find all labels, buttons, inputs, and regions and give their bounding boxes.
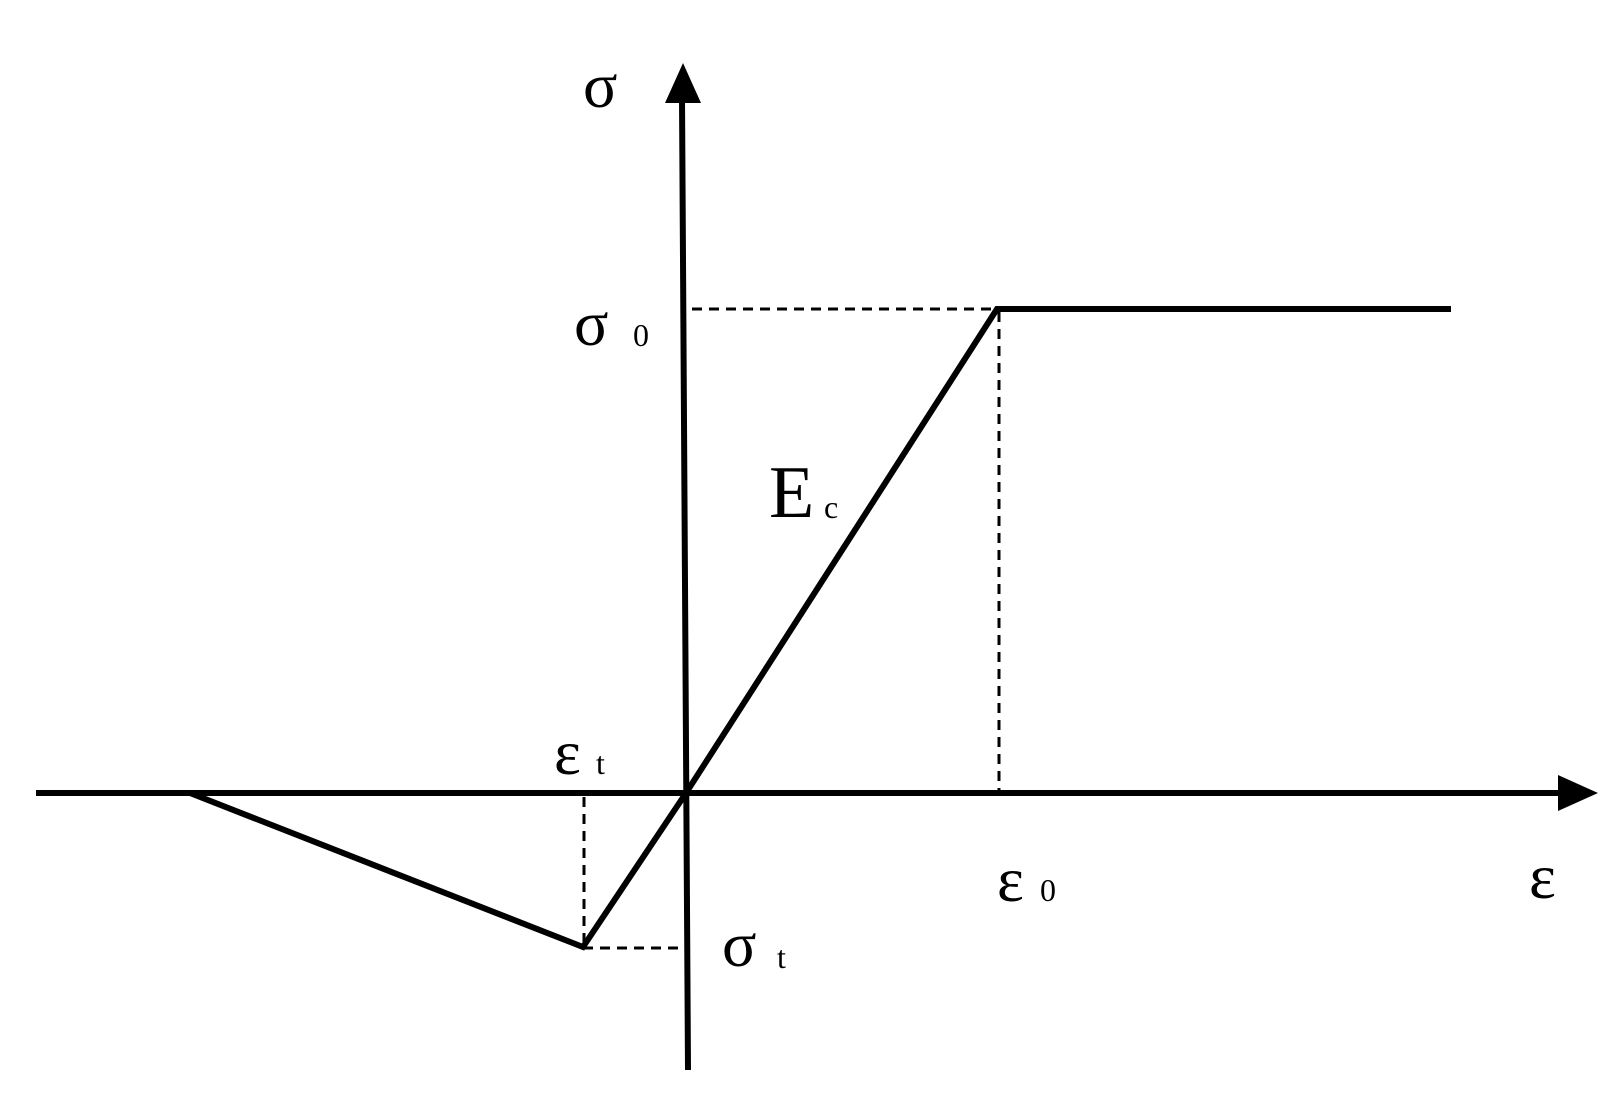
svg-text:c: c: [824, 489, 838, 525]
stress-strain-curve: [188, 306, 1451, 951]
svg-text:0: 0: [633, 317, 649, 353]
x-axis-arrowhead: [1558, 775, 1598, 811]
sigma-t-label: σ t: [722, 909, 786, 980]
x-axis-label: ε: [1529, 841, 1556, 912]
svg-text:E: E: [769, 452, 814, 534]
svg-text:0: 0: [1040, 872, 1056, 908]
epsilon-t-label: ε t: [554, 717, 605, 788]
epsilon0-label: ε 0: [997, 844, 1056, 915]
svg-text:σ: σ: [722, 909, 757, 980]
sigma0-label: σ 0: [574, 288, 649, 359]
svg-text:t: t: [596, 745, 605, 781]
svg-text:ε: ε: [554, 717, 581, 788]
svg-text:ε: ε: [997, 844, 1024, 915]
modulus-label: E c: [769, 452, 838, 534]
svg-text:t: t: [777, 939, 786, 975]
y-axis: [679, 97, 691, 1071]
y-axis-arrowhead: [665, 63, 701, 103]
y-axis-label: σ: [583, 50, 618, 121]
svg-text:σ: σ: [574, 288, 609, 359]
